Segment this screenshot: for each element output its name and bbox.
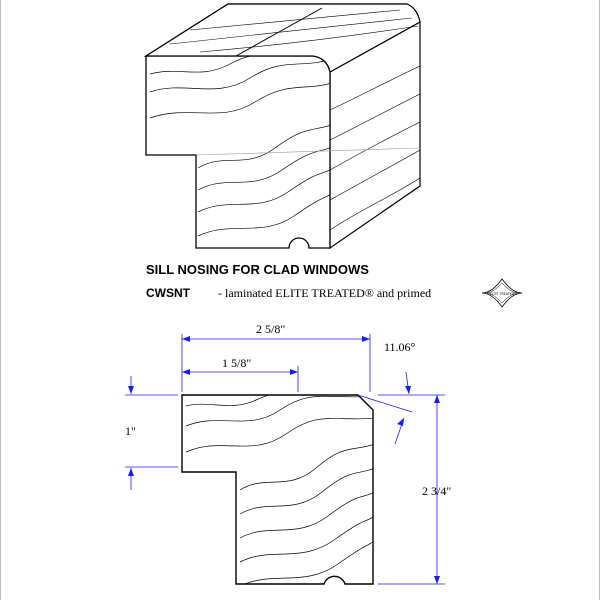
frame-left-border xyxy=(0,0,1,600)
profile-outline xyxy=(181,394,374,585)
logo-text-mark: ELITE TREATED xyxy=(490,292,515,296)
dimension-lines xyxy=(125,334,445,585)
isometric-view xyxy=(143,3,421,250)
front-profile xyxy=(145,55,331,249)
profile-section xyxy=(181,394,374,585)
dimension-angle: 11.06° xyxy=(384,340,416,354)
front-grain xyxy=(149,56,330,237)
product-description: - laminated ELITE TREATED® and primed xyxy=(218,286,432,300)
dimension-overall-height: 2 3/4" xyxy=(422,484,452,498)
profile-grain xyxy=(185,395,373,584)
dimension-overall-width: 2 5/8" xyxy=(256,322,286,336)
product-code: CWSNT xyxy=(146,286,190,300)
dimension-step-width: 1 5/8" xyxy=(222,356,252,370)
drawing-title: SILL NOSING FOR CLAD WINDOWS xyxy=(146,262,369,277)
logo-text: ELITE TREATED xyxy=(490,292,515,296)
dimension-step-height: 1" xyxy=(125,424,136,438)
elite-treated-logo xyxy=(481,278,523,308)
